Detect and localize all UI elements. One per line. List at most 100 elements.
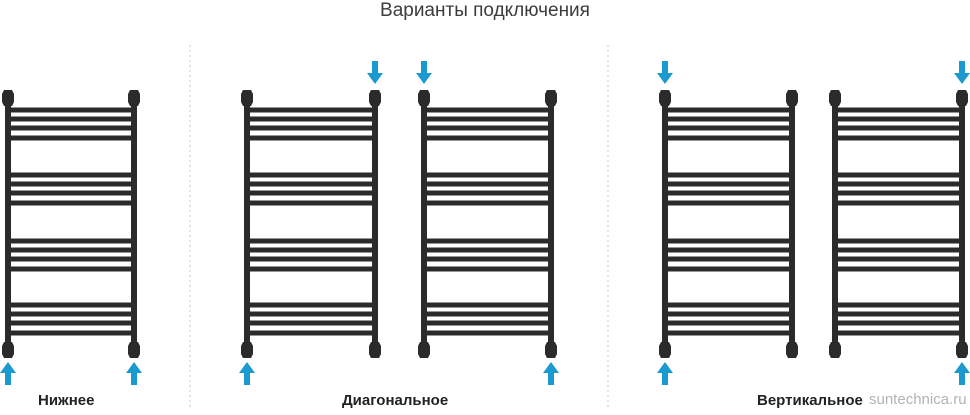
crossbar	[247, 330, 375, 336]
crossbar	[424, 320, 551, 326]
arrow-shaft	[5, 371, 11, 385]
crossbar	[665, 247, 792, 253]
crossbar	[835, 200, 962, 206]
crossbar	[8, 107, 134, 113]
crossbar	[835, 190, 962, 196]
arrow-head	[416, 73, 432, 84]
crossbar	[247, 200, 375, 206]
crossbar	[8, 302, 134, 308]
crossbar	[247, 256, 375, 262]
side-rail	[131, 98, 137, 350]
arrow-head	[367, 73, 383, 84]
rail-end-cap	[659, 90, 671, 106]
rail-end-cap	[956, 342, 968, 358]
rail-end-cap	[418, 90, 430, 106]
side-rail	[662, 98, 668, 350]
rail-end-cap	[241, 90, 253, 106]
crossbar	[835, 181, 962, 187]
crossbar	[8, 311, 134, 317]
crossbar	[8, 116, 134, 122]
crossbar	[835, 302, 962, 308]
towel-rail-diagonal-2	[418, 90, 557, 358]
arrow-up-icon	[657, 362, 673, 385]
crossbar	[247, 266, 375, 272]
crossbar	[424, 200, 551, 206]
side-rail	[548, 98, 554, 350]
rail-end-cap	[241, 342, 253, 358]
rail-end-cap	[418, 342, 430, 358]
crossbar	[835, 311, 962, 317]
side-rail	[959, 98, 965, 350]
arrow-head	[954, 362, 970, 373]
crossbar	[8, 266, 134, 272]
rail-end-cap	[545, 342, 557, 358]
crossbar	[8, 247, 134, 253]
crossbar	[424, 125, 551, 131]
arrow-up-icon	[954, 362, 970, 385]
crossbar	[424, 172, 551, 178]
crossbar	[665, 107, 792, 113]
crossbar	[424, 181, 551, 187]
crossbar	[665, 172, 792, 178]
crossbar	[835, 107, 962, 113]
crossbar	[665, 266, 792, 272]
arrow-head	[954, 73, 970, 84]
crossbar	[247, 172, 375, 178]
rail-end-cap	[2, 342, 14, 358]
crossbar	[835, 116, 962, 122]
crossbar	[424, 302, 551, 308]
crossbar	[247, 135, 375, 141]
arrow-shaft	[959, 61, 965, 75]
crossbar	[665, 311, 792, 317]
crossbar	[835, 238, 962, 244]
crossbar	[835, 256, 962, 262]
rail-end-cap	[2, 90, 14, 106]
crossbar	[665, 238, 792, 244]
side-rail	[5, 98, 11, 350]
side-rail	[832, 98, 838, 350]
side-rail	[421, 98, 427, 350]
crossbar	[247, 125, 375, 131]
crossbar	[424, 135, 551, 141]
crossbar	[247, 302, 375, 308]
rail-end-cap	[786, 90, 798, 106]
crossbar	[665, 116, 792, 122]
crossbar	[835, 172, 962, 178]
towel-rail-diagonal-1	[241, 90, 381, 358]
arrow-shaft	[131, 371, 137, 385]
crossbar	[8, 125, 134, 131]
arrow-up-icon	[126, 362, 142, 385]
arrow-head	[543, 362, 559, 373]
crossbar	[247, 181, 375, 187]
crossbar	[8, 320, 134, 326]
crossbar	[424, 256, 551, 262]
crossbar	[835, 266, 962, 272]
arrow-head	[657, 73, 673, 84]
label-vertical-connection: Вертикальное	[757, 392, 863, 409]
arrow-shaft	[959, 371, 965, 385]
crossbar	[247, 247, 375, 253]
crossbar	[8, 181, 134, 187]
crossbar	[8, 172, 134, 178]
side-rail	[244, 98, 250, 350]
towel-rail-vertical-2	[829, 90, 968, 358]
rail-end-cap	[545, 90, 557, 106]
crossbar	[665, 125, 792, 131]
arrow-shaft	[662, 61, 668, 75]
crossbar	[424, 247, 551, 253]
towel-rail-vertical-1	[659, 90, 798, 358]
crossbar	[835, 135, 962, 141]
crossbar	[665, 200, 792, 206]
crossbar	[665, 302, 792, 308]
crossbar	[424, 238, 551, 244]
page-title: Варианты подключения	[380, 0, 590, 21]
label-diagonal-connection: Диагональное	[342, 392, 449, 409]
crossbar	[665, 330, 792, 336]
crossbar	[424, 266, 551, 272]
arrow-head	[126, 362, 142, 373]
arrow-head	[657, 362, 673, 373]
arrow-down-icon	[657, 61, 673, 84]
crossbar	[247, 107, 375, 113]
crossbar	[665, 181, 792, 187]
